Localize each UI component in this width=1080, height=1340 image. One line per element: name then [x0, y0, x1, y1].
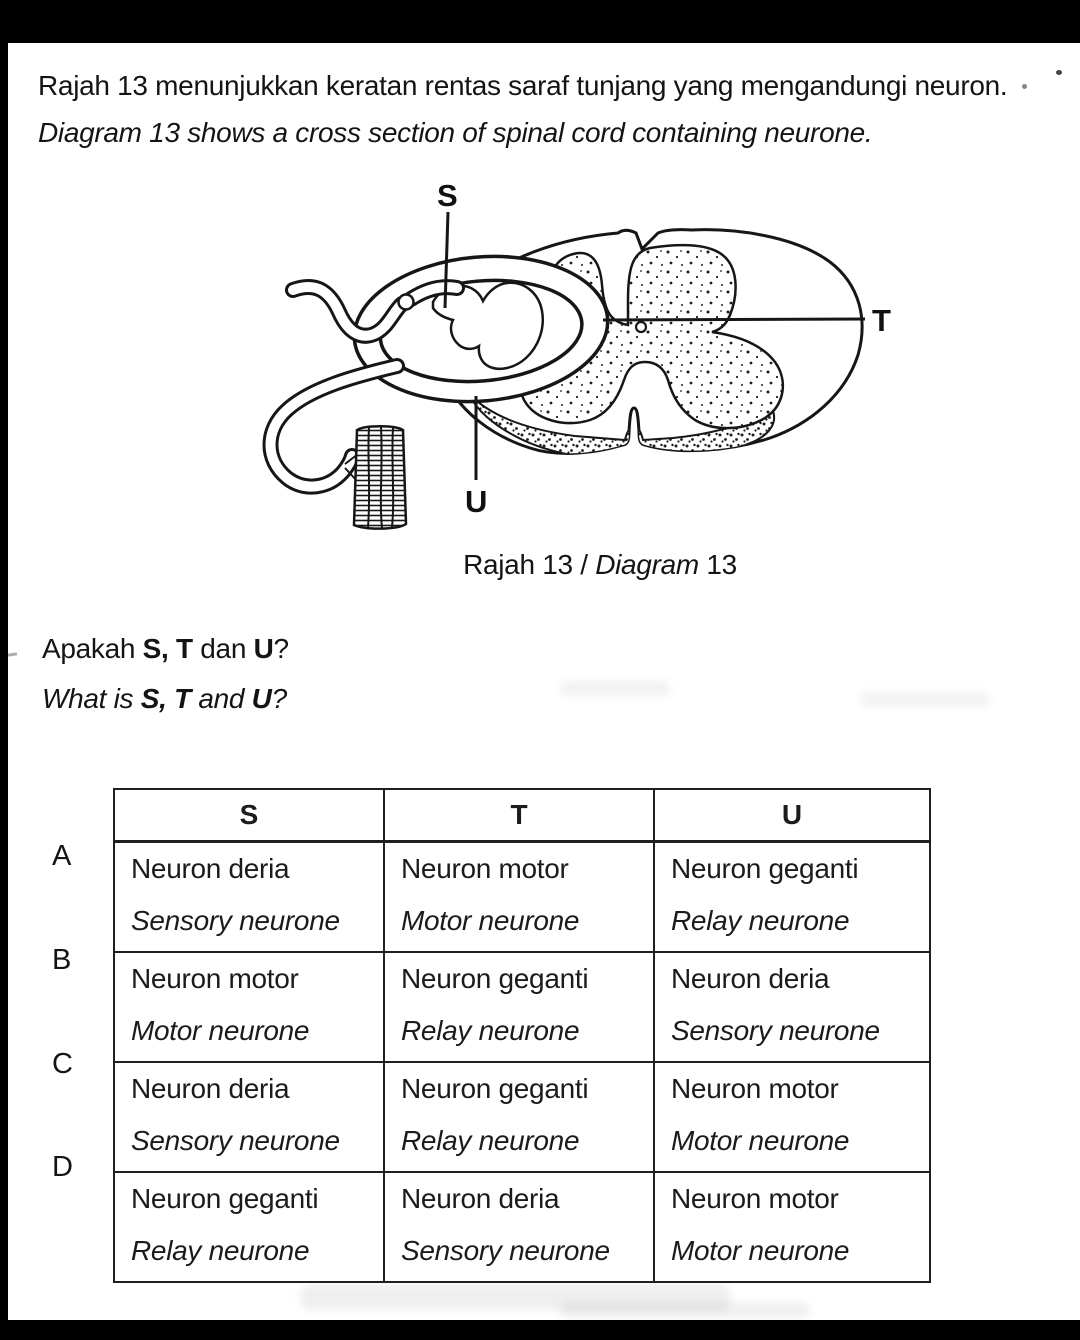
q-my-mid: dan — [192, 633, 254, 664]
scan-black-bar-bottom — [0, 1320, 1080, 1340]
answer-cell: Neuron geganti Relay neurone — [113, 1171, 385, 1283]
q-my-bold2: U — [253, 633, 274, 664]
cell-text-malay: Neuron geganti — [131, 1183, 319, 1214]
answer-options-table: S T U Neuron deria Sensory neurone Neuro… — [113, 788, 931, 1283]
cell-text-malay: Neuron motor — [401, 853, 569, 884]
cell-text-english: Motor neurone — [401, 905, 580, 936]
q-my-bold1: S, T — [142, 633, 193, 664]
label-s-leader-line — [443, 211, 450, 309]
answer-cell: Neuron motor Motor neurone — [113, 951, 385, 1063]
q-en-pre: What is — [42, 683, 141, 714]
cell-text-english: Relay neurone — [671, 905, 850, 936]
answer-cell: Neuron deria Sensory neurone — [113, 840, 385, 953]
cell-text-english: Relay neurone — [401, 1125, 580, 1156]
scan-bleedthrough-smudge — [560, 1302, 810, 1318]
table-row-c: Neuron deria Sensory neurone Neuron gega… — [113, 1061, 931, 1173]
scan-speck — [1022, 84, 1027, 89]
cell-text-english: Motor neurone — [131, 1015, 310, 1046]
cell-text-english: Relay neurone — [131, 1235, 310, 1266]
q-en-mid: and — [190, 683, 252, 714]
answer-cell: Neuron deria Sensory neurone — [113, 1061, 385, 1173]
cell-text-malay: Neuron geganti — [401, 963, 589, 994]
muscle — [352, 425, 408, 530]
dorsal-root-tube — [285, 279, 465, 344]
option-letter-a: A — [52, 840, 72, 872]
q-my-post: ? — [273, 633, 290, 664]
caption-suffix: 13 — [698, 549, 737, 580]
answer-cell: Neuron geganti Relay neurone — [383, 951, 655, 1063]
scan-bleedthrough-smudge — [300, 1284, 730, 1310]
table-row-d: Neuron geganti Relay neurone Neuron deri… — [113, 1171, 931, 1283]
central-canal — [634, 320, 648, 334]
column-header-t: T — [383, 788, 655, 843]
label-t-leader-line — [602, 317, 866, 322]
cell-text-english: Sensory neurone — [671, 1015, 880, 1046]
scan-black-bar-top — [0, 0, 1080, 43]
cell-text-malay: Neuron motor — [671, 1183, 839, 1214]
scan-bleedthrough-smudge — [560, 681, 670, 696]
option-letter-d: D — [52, 1151, 73, 1183]
q-en-post: ? — [271, 683, 288, 714]
cell-text-malay: Neuron geganti — [671, 853, 859, 884]
label-u: U — [465, 484, 487, 519]
inner-horn-hook — [431, 281, 544, 370]
cell-text-english: Sensory neurone — [131, 905, 340, 936]
cell-text-malay: Neuron geganti — [401, 1073, 589, 1104]
spinal-cord-diagram: S T U — [262, 178, 891, 530]
table-row-b: Neuron motor Motor neurone Neuron gegant… — [113, 951, 931, 1063]
answer-cell: Neuron motor Motor neurone — [653, 1171, 931, 1283]
cell-text-english: Sensory neurone — [131, 1125, 340, 1156]
cell-text-malay: Neuron motor — [671, 1073, 839, 1104]
cell-text-malay: Neuron deria — [131, 853, 290, 884]
cell-text-english: Relay neurone — [401, 1015, 580, 1046]
answer-cell: Neuron motor Motor neurone — [653, 1061, 931, 1173]
q-my-pre: Apakah — [42, 633, 143, 664]
cell-text-english: Motor neurone — [671, 1235, 850, 1266]
answer-cell: Neuron motor Motor neurone — [383, 840, 655, 953]
scan-stray-mark — [7, 652, 18, 657]
diagram-caption: Rajah 13 / Diagram 13 — [380, 549, 820, 581]
caption-prefix: Rajah 13 / — [463, 549, 596, 580]
scan-black-strip-left — [0, 0, 8, 1340]
answer-cell: Neuron geganti Relay neurone — [383, 1061, 655, 1173]
ventral-stipple-band — [468, 393, 776, 454]
scan-speck — [1056, 70, 1062, 75]
column-header-u: U — [653, 788, 931, 843]
answer-cell: Neuron geganti Relay neurone — [653, 840, 931, 953]
caption-italic: Diagram — [595, 549, 699, 580]
cell-text-malay: Neuron deria — [671, 963, 830, 994]
cell-text-english: Sensory neurone — [401, 1235, 610, 1266]
table-header-row: S T U — [113, 788, 931, 843]
question-prompt-english: What is S, T and U? — [42, 683, 287, 715]
answer-cell: Neuron deria Sensory neurone — [653, 951, 931, 1063]
question-stem-malay: Rajah 13 menunjukkan keratan rentas sara… — [38, 70, 1008, 101]
answer-cell: Neuron deria Sensory neurone — [383, 1171, 655, 1283]
label-t: T — [872, 303, 891, 338]
q-en-bold2: U — [251, 683, 272, 714]
table-row-a: Neuron deria Sensory neurone Neuron moto… — [113, 840, 931, 953]
option-letter-b: B — [52, 944, 72, 976]
cell-text-malay: Neuron motor — [131, 963, 299, 994]
column-header-s: S — [113, 788, 385, 843]
cell-text-english: Motor neurone — [671, 1125, 850, 1156]
label-s: S — [437, 178, 458, 213]
scan-bleedthrough-smudge — [860, 692, 990, 706]
question-stem-english: Diagram 13 shows a cross section of spin… — [38, 117, 873, 148]
cell-text-malay: Neuron deria — [401, 1183, 560, 1214]
cell-text-malay: Neuron deria — [131, 1073, 290, 1104]
option-letter-c: C — [52, 1048, 73, 1080]
q-en-bold1: S, T — [140, 683, 191, 714]
question-prompt-malay: Apakah S, T dan U? — [42, 633, 289, 665]
